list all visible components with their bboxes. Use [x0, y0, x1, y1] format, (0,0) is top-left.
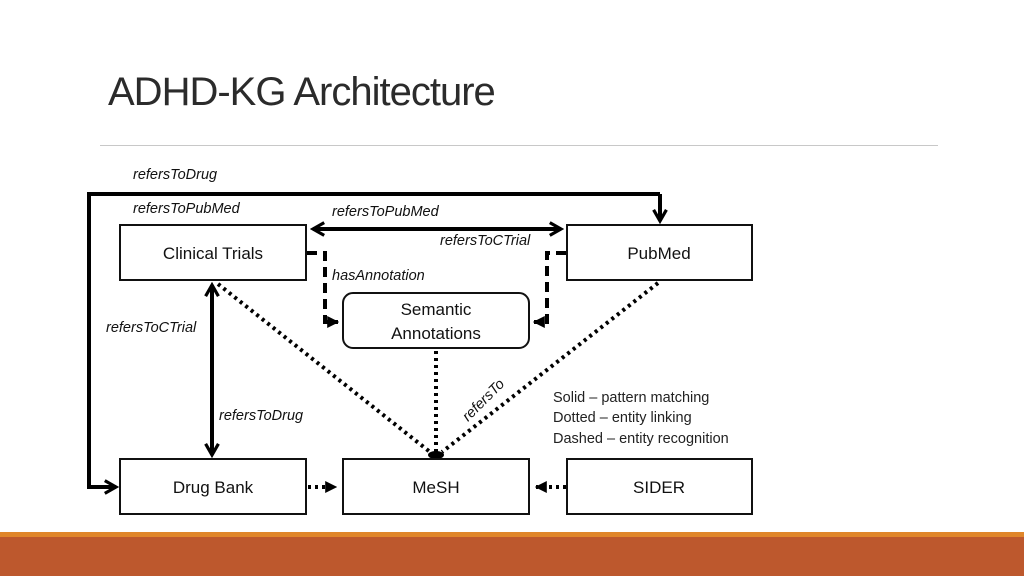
- label-refers-to-drug-top: refersToDrug: [133, 167, 217, 183]
- label-refers-to-pubmed-left: refersToPubMed: [133, 201, 241, 217]
- mesh-junction: [428, 451, 444, 459]
- svg-text:Semantic: Semantic: [401, 300, 472, 319]
- svg-text:Annotations: Annotations: [391, 324, 481, 343]
- legend: Solid – pattern matching Dotted – entity…: [553, 390, 729, 447]
- label-refers-to-drug-vertical: refersToDrug: [219, 408, 303, 424]
- label-refers-to-ctrial-left: refersToCTrial: [106, 320, 197, 336]
- svg-text:Drug Bank: Drug Bank: [173, 478, 254, 497]
- svg-text:Clinical Trials: Clinical Trials: [163, 244, 263, 263]
- node-mesh: MeSH: [342, 458, 530, 515]
- label-has-annotation: hasAnnotation: [332, 268, 425, 284]
- edge-refers-to-drug-top: [87, 192, 660, 495]
- node-clinical-trials: Clinical Trials: [119, 224, 307, 281]
- node-drug-bank: Drug Bank: [119, 458, 307, 515]
- edge-pubmed-annotation: [532, 251, 566, 328]
- edge-ct-mesh: [216, 282, 432, 454]
- title-divider: [100, 145, 938, 146]
- label-refers-to-ctrial-mid: refersToCTrial: [440, 233, 531, 249]
- legend-solid: Solid – pattern matching: [553, 390, 709, 406]
- footer-accent-line: [0, 532, 1024, 537]
- legend-dashed: Dashed – entity recognition: [553, 431, 729, 447]
- node-pubmed: PubMed: [566, 224, 753, 281]
- legend-dotted: Dotted – entity linking: [553, 410, 692, 426]
- label-refers-to: refersTo: [460, 376, 509, 425]
- node-semantic-annotations: Semantic Annotations: [342, 292, 530, 349]
- svg-text:PubMed: PubMed: [627, 244, 690, 263]
- svg-text:SIDER: SIDER: [633, 478, 685, 497]
- svg-text:MeSH: MeSH: [412, 478, 459, 497]
- edge-ct-annotation: [307, 251, 340, 328]
- slide-title: ADHD-KG Architecture: [108, 70, 496, 114]
- label-refers-to-pubmed-mid: refersToPubMed: [332, 204, 440, 220]
- footer-band: [0, 537, 1024, 576]
- node-sider: SIDER: [566, 458, 753, 515]
